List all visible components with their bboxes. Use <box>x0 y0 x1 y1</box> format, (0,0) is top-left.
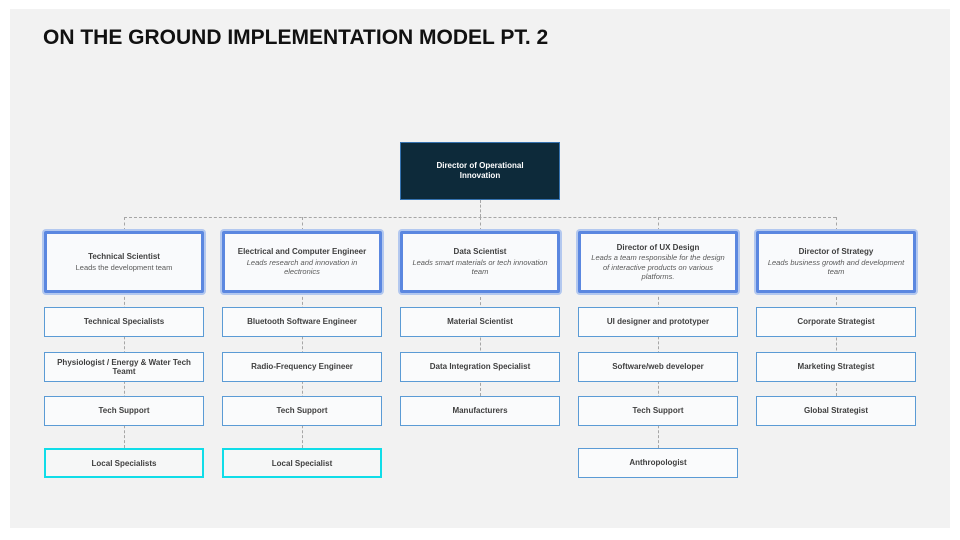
org-item-box: Tech Support <box>222 396 382 426</box>
org-head-title: Electrical and Computer Engineer <box>237 247 367 257</box>
org-highlight-box: Local Specialist <box>222 448 382 478</box>
org-head-box-data-scientist: Data Scientist Leads smart materials or … <box>400 231 560 293</box>
connector-stub-col4 <box>657 217 659 231</box>
org-item-box: Anthropologist <box>578 448 738 478</box>
org-highlight-box: Local Specialists <box>44 448 204 478</box>
org-item-box: Manufacturers <box>400 396 560 426</box>
org-item-box: Tech Support <box>578 396 738 426</box>
connector-root-drop <box>479 200 481 217</box>
org-head-subtitle: Leads the development team <box>75 262 173 272</box>
connector-stub-col3 <box>479 217 481 231</box>
org-head-title: Director of UX Design <box>616 242 700 252</box>
page-title: ON THE GROUND IMPLEMENTATION MODEL PT. 2 <box>43 26 549 49</box>
org-item-box: UI designer and prototyper <box>578 307 738 337</box>
org-item-box: Marketing Strategist <box>756 352 916 382</box>
org-head-subtitle: Leads a team responsible for the design … <box>591 253 725 281</box>
org-root-label: Director of Operational Innovation <box>436 161 524 180</box>
org-item-box: Material Scientist <box>400 307 560 337</box>
org-head-box-director-ux-design: Director of UX Design Leads a team respo… <box>578 231 738 293</box>
connector-stub-col5 <box>835 217 837 231</box>
org-head-title: Technical Scientist <box>88 252 160 262</box>
connector-stub-col1 <box>123 217 125 231</box>
org-head-box-director-strategy: Director of Strategy Leads business grow… <box>756 231 916 293</box>
org-head-subtitle: Leads research and innovation in electro… <box>246 257 358 277</box>
org-root-box: Director of Operational Innovation <box>400 142 560 200</box>
connector-spine-col3 <box>479 292 481 396</box>
org-head-title: Director of Strategy <box>798 247 874 257</box>
org-item-box: Data Integration Specialist <box>400 352 560 382</box>
connector-spine-col5 <box>835 292 837 396</box>
org-item-box: Tech Support <box>44 396 204 426</box>
org-head-title: Data Scientist <box>453 247 507 257</box>
org-item-box: Software/web developer <box>578 352 738 382</box>
org-item-box: Global Strategist <box>756 396 916 426</box>
connector-stub-col2 <box>301 217 303 231</box>
org-item-box: Bluetooth Software Engineer <box>222 307 382 337</box>
org-item-box: Technical Specialists <box>44 307 204 337</box>
org-item-box: Corporate Strategist <box>756 307 916 337</box>
org-item-box: Physiologist / Energy & Water Tech Teamt <box>44 352 204 382</box>
org-head-box-technical-scientist: Technical Scientist Leads the developmen… <box>44 231 204 293</box>
org-head-subtitle: Leads smart materials or tech innovation… <box>412 257 548 277</box>
org-head-box-electrical-computer-engineer: Electrical and Computer Engineer Leads r… <box>222 231 382 293</box>
org-item-box: Radio-Frequency Engineer <box>222 352 382 382</box>
org-head-subtitle: Leads business growth and development te… <box>767 257 905 277</box>
